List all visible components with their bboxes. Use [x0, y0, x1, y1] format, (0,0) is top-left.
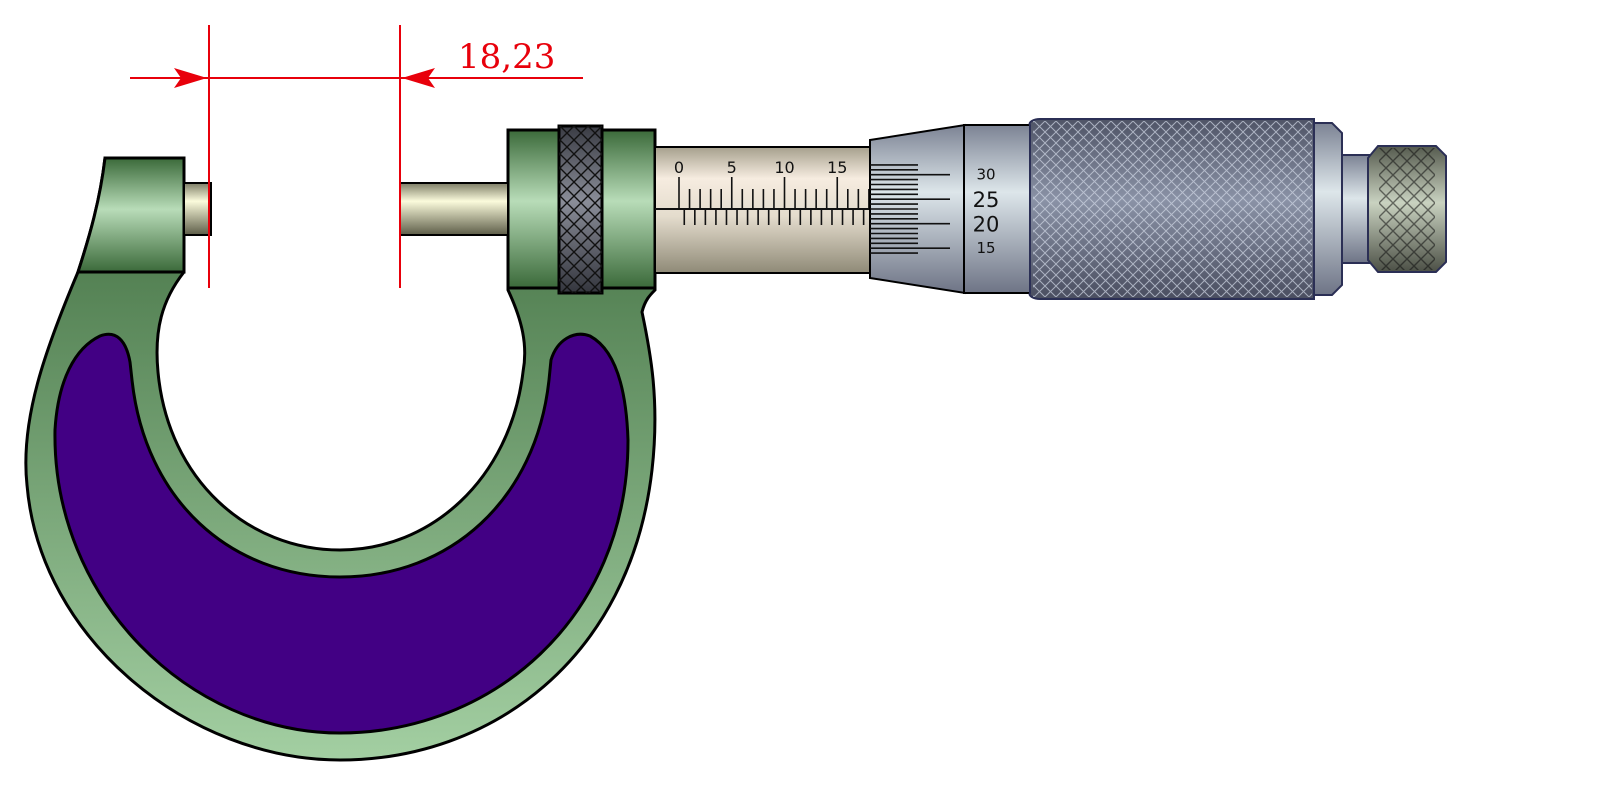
sleeve-label: 10: [774, 158, 794, 177]
dimension-annotation: 18,23: [130, 25, 583, 288]
sleeve-label: 5: [727, 158, 737, 177]
anvil: [183, 182, 212, 236]
insulation-pad: [53, 332, 630, 735]
thimble-label: 15: [976, 239, 995, 257]
sleeve-labels: 0 5 10 15: [674, 158, 848, 177]
spindle: [399, 182, 509, 236]
ratchet[interactable]: [1341, 145, 1447, 273]
lock-ring[interactable]: [557, 124, 604, 295]
thimble-label: 30: [976, 166, 995, 184]
sleeve-label: 0: [674, 158, 684, 177]
thimble-ticks: [870, 164, 950, 254]
measurement-value: 18,23: [458, 37, 555, 77]
frame-anvil-block: [75, 156, 186, 274]
sleeve: 0 5 10 15: [654, 146, 873, 274]
arrow-left-icon: [174, 68, 207, 88]
thimble-label: 20: [973, 213, 1000, 237]
sleeve-label: 15: [827, 158, 847, 177]
thimble-label: 25: [973, 188, 1000, 212]
sleeve-ticks: [678, 177, 870, 225]
arrow-right-icon: [402, 68, 435, 88]
